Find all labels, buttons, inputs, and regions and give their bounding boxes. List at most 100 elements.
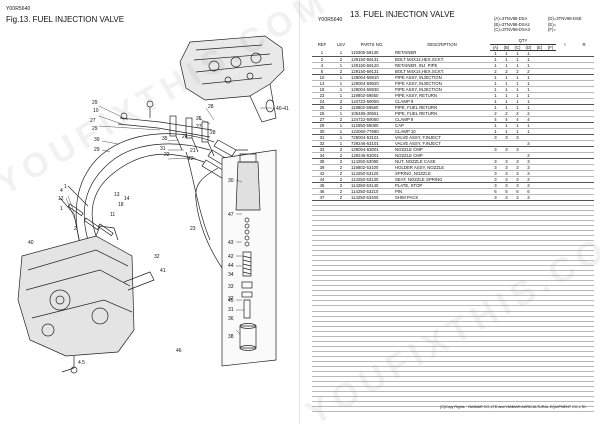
empty-cell: [312, 341, 332, 347]
cell-i: [556, 164, 575, 171]
empty-cell: [534, 280, 545, 287]
empty-cell: [490, 376, 501, 383]
callout: 27: [196, 124, 202, 130]
empty-cell: [312, 210, 332, 216]
empty-cell: [534, 200, 545, 206]
empty-cell: [512, 386, 523, 393]
empty-cell: [332, 361, 350, 368]
cell-qty: 1: [490, 128, 501, 135]
empty-cell: [350, 356, 394, 363]
empty-cell: [545, 401, 557, 408]
cell-description: PLATE, STOP: [394, 182, 490, 189]
empty-cell: [556, 205, 575, 211]
empty-cell: [545, 235, 557, 241]
cell-qty: 1: [490, 92, 501, 99]
col-qty-b: (B): [501, 44, 512, 51]
empty-cell: [556, 265, 575, 272]
page-gutter: [299, 0, 300, 424]
cell-lev: 2: [332, 56, 350, 63]
cell-r: [574, 116, 595, 123]
empty-cell: [501, 240, 512, 246]
empty-cell: [312, 381, 332, 388]
cell-qty: [534, 170, 545, 177]
empty-cell: [332, 270, 350, 277]
cell-ref: 2: [312, 56, 332, 63]
empty-cell: [312, 401, 332, 408]
empty-cell: [501, 311, 512, 317]
callout: 1: [60, 206, 63, 212]
empty-cell: [574, 210, 595, 216]
callout: 34: [228, 272, 234, 278]
cell-qty: 3: [490, 134, 501, 141]
empty-cell: [574, 220, 595, 226]
cell-qty: 1: [501, 122, 512, 129]
empty-cell: [534, 401, 545, 408]
cell-r: [574, 152, 595, 159]
cell-ref: 33: [312, 146, 332, 153]
empty-cell: [574, 205, 595, 211]
empty-cell: [574, 356, 595, 363]
empty-cell: [394, 275, 490, 282]
empty-cell: [574, 346, 595, 352]
cell-ref: 29: [312, 122, 332, 129]
empty-cell: [523, 230, 534, 236]
empty-cell: [332, 371, 350, 378]
empty-cell: [556, 260, 575, 267]
callout: 12: [58, 196, 64, 202]
empty-cell: [523, 295, 534, 302]
cell-lev: 2: [332, 188, 350, 195]
empty-cell: [394, 351, 490, 357]
empty-cell: [545, 406, 557, 413]
cell-qty: 1: [490, 74, 501, 81]
empty-table-row: [312, 326, 595, 332]
callout: 29: [92, 100, 98, 106]
cell-qty: 1: [523, 92, 534, 99]
empty-cell: [332, 316, 350, 322]
cell-i: [556, 146, 575, 153]
cell-r: [574, 170, 595, 177]
empty-table-row: [312, 295, 595, 302]
callout: 43: [228, 240, 234, 246]
empty-cell: [512, 366, 523, 373]
empty-cell: [490, 300, 501, 307]
empty-cell: [574, 336, 595, 342]
cell-lev: 2: [332, 146, 350, 153]
empty-cell: [501, 260, 512, 267]
callout: 35: [162, 136, 168, 142]
cell-qty: 2: [501, 68, 512, 75]
cell-qty: [545, 92, 557, 99]
empty-cell: [574, 331, 595, 337]
cell-qty: [490, 140, 501, 147]
empty-cell: [556, 386, 575, 393]
empty-cell: [534, 381, 545, 388]
empty-cell: [490, 346, 501, 352]
callout: 32: [228, 296, 234, 302]
empty-cell: [574, 240, 595, 246]
cell-ref: 24: [312, 98, 332, 105]
empty-cell: [523, 205, 534, 211]
empty-cell: [545, 270, 557, 277]
cell-lev: 1: [332, 62, 350, 69]
variant-a: (A)=3TNV88-DSA: [494, 16, 528, 21]
empty-cell: [574, 230, 595, 236]
empty-table-row: [312, 255, 595, 262]
empty-cell: [545, 290, 557, 297]
cell-qty: 2: [490, 110, 501, 117]
callout: 29: [92, 126, 98, 132]
variant-c: (C)=3TNV88-DSA3: [494, 27, 530, 33]
empty-cell: [490, 316, 501, 322]
empty-cell: [512, 275, 523, 282]
empty-cell: [394, 210, 490, 216]
empty-cell: [394, 230, 490, 236]
cell-qty: 1: [501, 86, 512, 93]
empty-cell: [534, 361, 545, 368]
cell-qty: 1: [512, 50, 523, 57]
empty-cell: [332, 331, 350, 337]
cell-ref: 4: [312, 62, 332, 69]
empty-cell: [574, 280, 595, 287]
empty-cell: [501, 305, 512, 312]
cell-qty: 1: [490, 122, 501, 129]
cell-part-no: 114250-53140: [350, 182, 394, 189]
cell-qty: 1: [501, 56, 512, 63]
